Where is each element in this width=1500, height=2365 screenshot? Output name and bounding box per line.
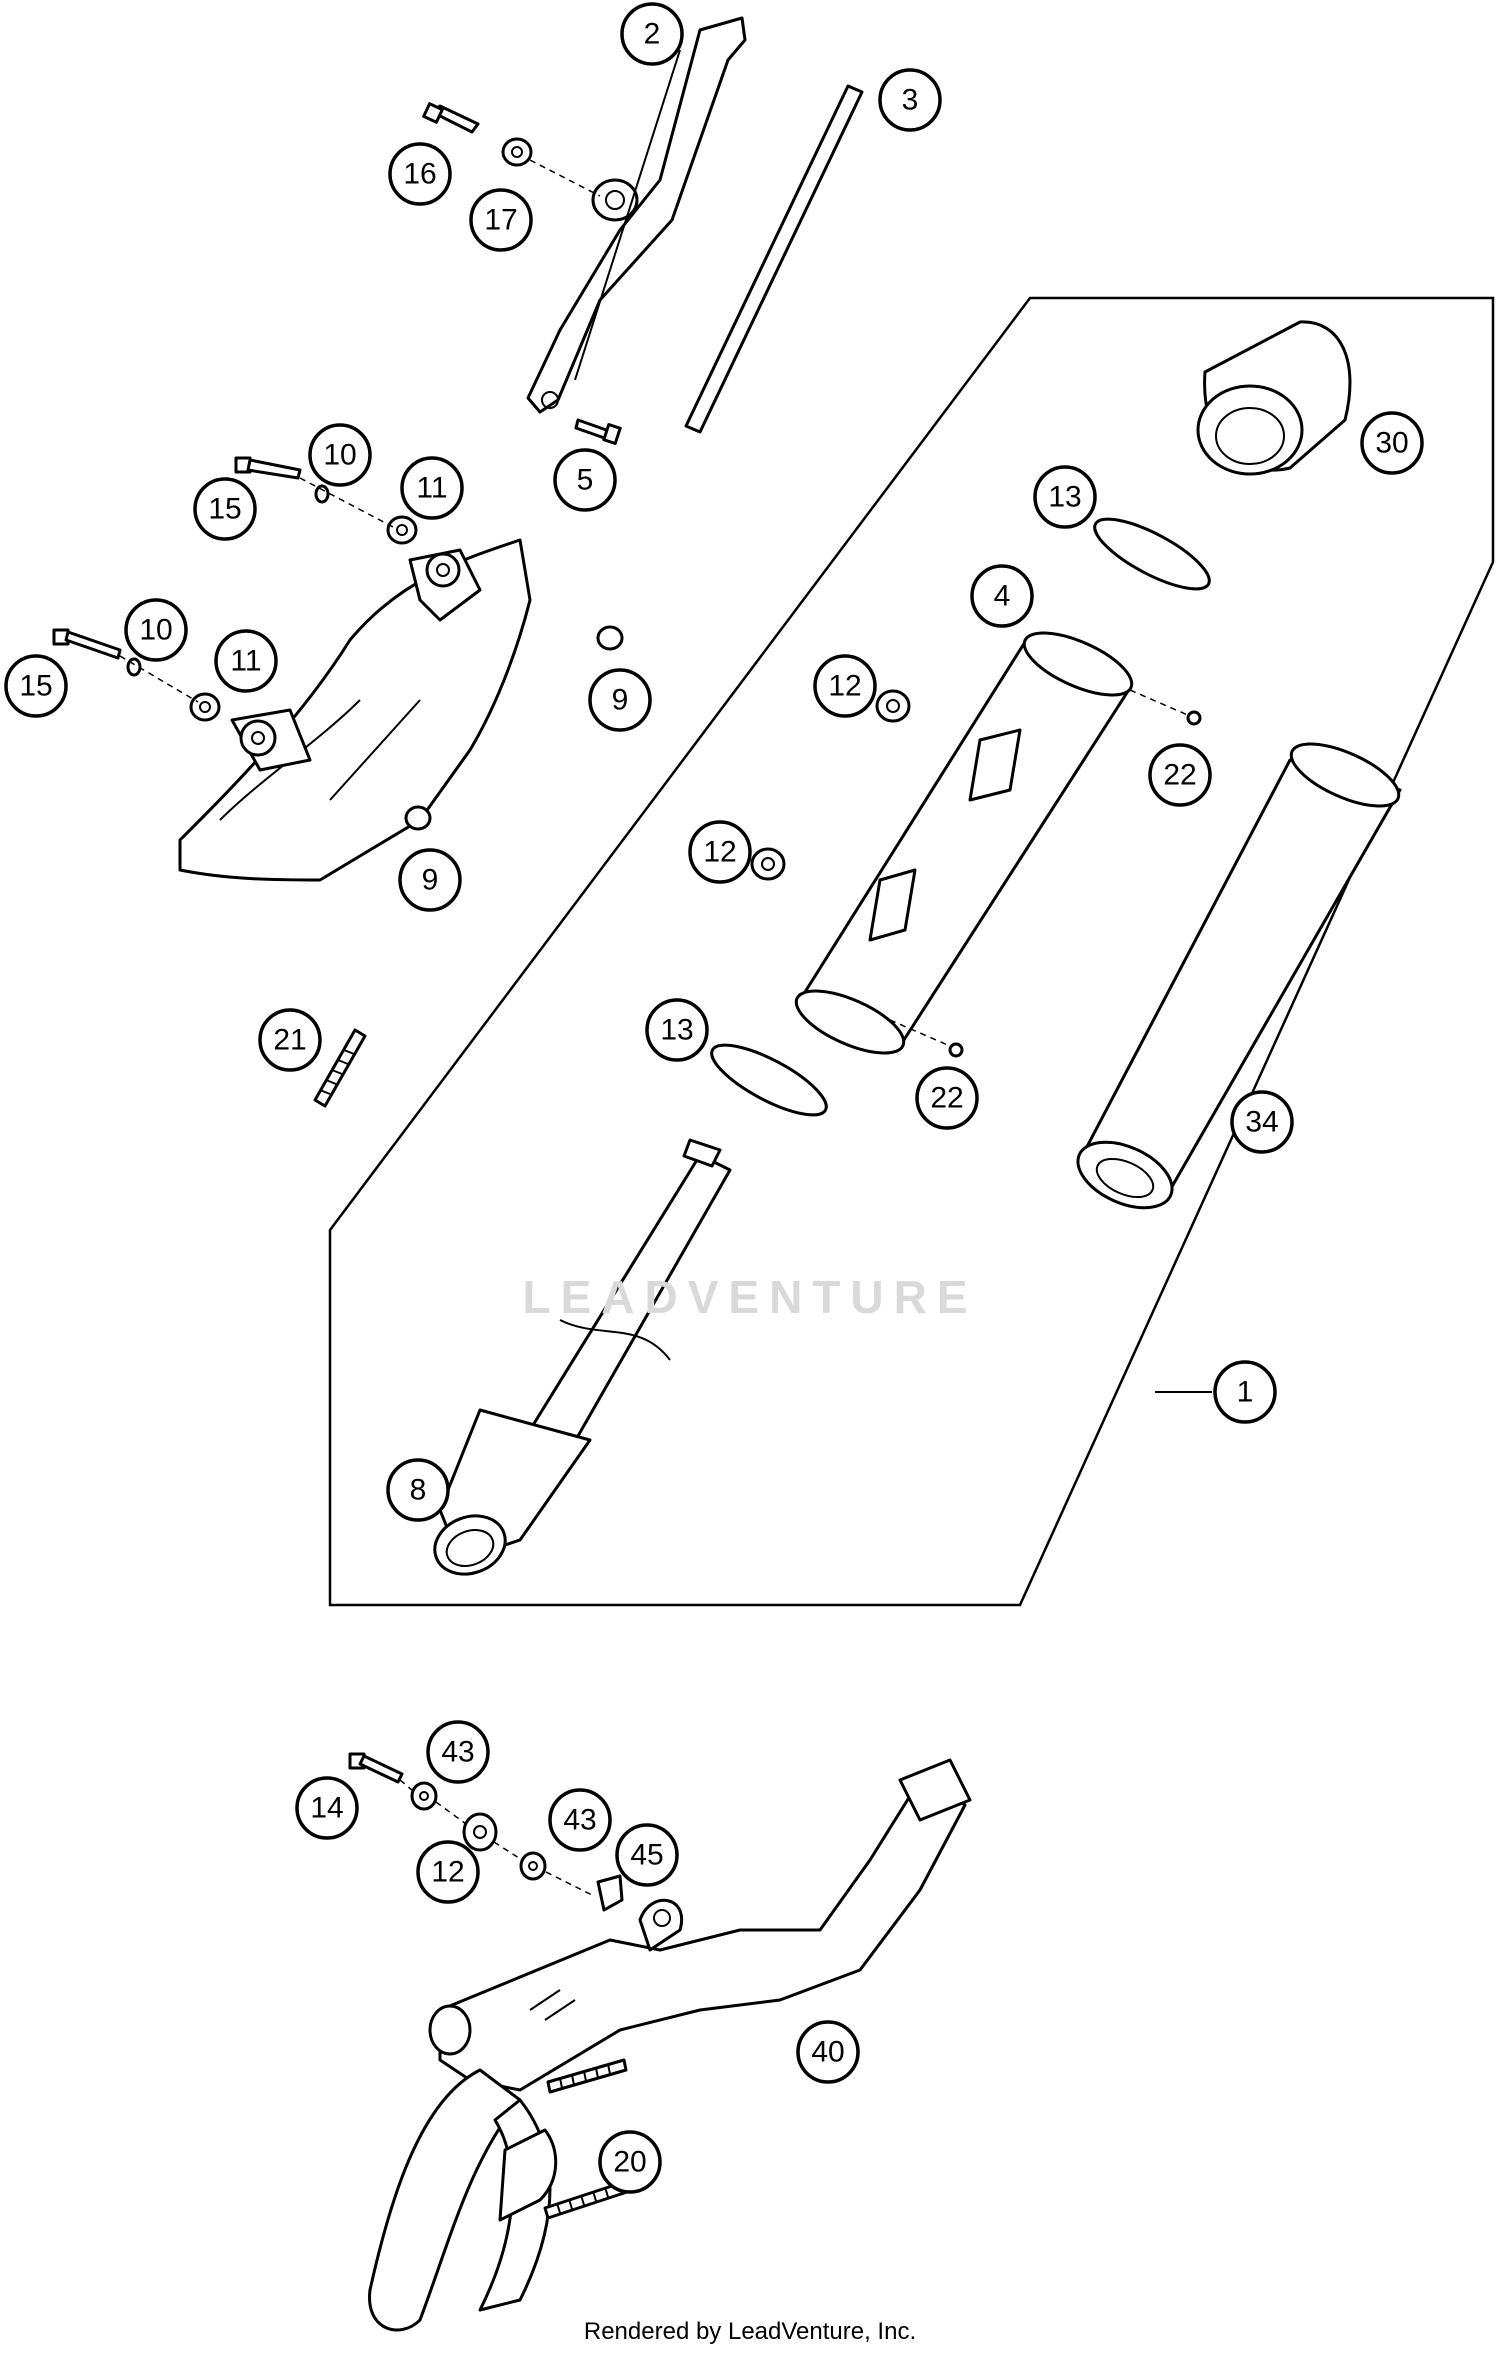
callout-9-upper: 9 [588,668,652,732]
washer-9-upper-part [596,625,624,651]
callout-16: 16 [388,142,452,206]
gasket-13-upper-part [1093,517,1211,591]
nut-12-upper-part [875,689,911,723]
washer-43-upper-part [410,1781,438,1811]
washer-17-part [501,137,533,167]
callout-1: 1 [1213,1360,1277,1424]
svg-text:9: 9 [612,684,629,717]
end-cap-30-part [1196,320,1352,476]
svg-text:12: 12 [703,836,736,869]
gasket-13-lower-part [710,1043,828,1117]
svg-text:5: 5 [577,464,594,497]
svg-text:13: 13 [660,1014,693,1047]
svg-text:8: 8 [410,1474,427,1507]
grommet-11-upper-part [386,515,418,545]
bolt-14-part [348,1752,404,1784]
svg-text:10: 10 [323,439,356,472]
callout-13-lower: 13 [645,998,709,1062]
header-pipe-40-part [368,1758,972,2332]
svg-text:14: 14 [310,1792,343,1825]
svg-text:43: 43 [441,1736,474,1769]
grommet-11-lower-part [189,692,221,722]
svg-text:43: 43 [563,1804,596,1837]
svg-text:2: 2 [644,18,661,51]
callout-11-lower: 11 [214,629,278,693]
clip-45-part [596,1874,624,1912]
svg-text:4: 4 [994,580,1011,613]
screw-22-lower-part [889,1019,964,1058]
callout-40: 40 [796,2020,860,2084]
svg-text:21: 21 [273,1024,306,1057]
svg-text:11: 11 [416,472,447,505]
spring-20-upper-part [546,2058,628,2094]
svg-text:45: 45 [630,1839,663,1872]
washer-43-lower-part [519,1851,547,1881]
svg-text:9: 9 [422,864,439,897]
svg-text:11: 11 [230,645,261,678]
callout-12-upper: 12 [813,654,877,718]
callout-3: 3 [878,68,942,132]
callout-8: 8 [386,1458,450,1522]
callout-10-upper: 10 [308,423,372,487]
svg-text:34: 34 [1245,1106,1278,1139]
svg-text:40: 40 [811,2036,844,2069]
svg-text:1: 1 [1237,1376,1254,1409]
callout-34: 34 [1230,1090,1294,1154]
svg-text:12: 12 [431,1856,464,1889]
callout-12-lower: 12 [416,1840,480,1904]
svg-text:12: 12 [828,670,861,703]
callout-11-upper: 11 [400,456,464,520]
callout-12-middle: 12 [688,820,752,884]
callout-15-lower: 15 [4,654,68,718]
bolt-15-upper-part [234,456,302,480]
callout-21: 21 [258,1008,322,1072]
callout-22-lower: 22 [915,1066,979,1130]
callout-43-upper: 43 [426,1720,490,1784]
bolt-16-part [422,102,480,134]
callout-14: 14 [295,1776,359,1840]
svg-text:15: 15 [19,670,52,703]
assembly-1-frame [328,296,1495,1607]
bolt-15-lower-part [52,628,122,660]
callout-45: 45 [615,1823,679,1887]
grommet-12-lower-part [462,1812,498,1852]
svg-text:22: 22 [930,1082,963,1115]
muffler-body-4-part [794,631,1134,1055]
muffler-mount-part [178,538,532,882]
callout-22-upper: 22 [1148,743,1212,807]
spring-21-part [313,1028,367,1108]
svg-text:13: 13 [1048,481,1081,514]
svg-text:20: 20 [613,2146,646,2179]
svg-text:30: 30 [1375,427,1408,460]
heat-guard-bracket-part [526,16,747,414]
washer-10-upper-part [314,484,330,504]
callout-20: 20 [598,2130,662,2194]
svg-text:17: 17 [484,204,517,237]
muffler-sleeve-34-part [1076,742,1402,1210]
callout-5: 5 [553,448,617,512]
callout-9-lower: 9 [398,848,462,912]
screw-22-upper-part [1129,689,1202,726]
callout-17: 17 [469,188,533,252]
svg-text:15: 15 [208,493,241,526]
heat-guard-strip-part [684,84,864,434]
callout-43-lower: 43 [548,1788,612,1852]
callout-2: 2 [620,2,684,66]
callout-13-upper: 13 [1033,465,1097,529]
svg-text:3: 3 [902,84,919,117]
screw-5-part [574,418,622,445]
nut-12-middle-part [750,847,786,881]
rendered-by-footer: Rendered by LeadVenture, Inc. [583,2318,917,2345]
svg-text:16: 16 [403,158,436,191]
svg-text:10: 10 [139,614,172,647]
washer-9-lower-part [404,805,432,831]
inner-tube-8-part [433,1138,732,1576]
svg-text:22: 22 [1163,759,1196,792]
leadventure-watermark: LEADVENTURE [522,1271,978,1323]
callout-4: 4 [970,564,1034,628]
callout-30: 30 [1360,411,1424,475]
callout-15-upper: 15 [193,477,257,541]
callout-10-lower: 10 [124,598,188,662]
